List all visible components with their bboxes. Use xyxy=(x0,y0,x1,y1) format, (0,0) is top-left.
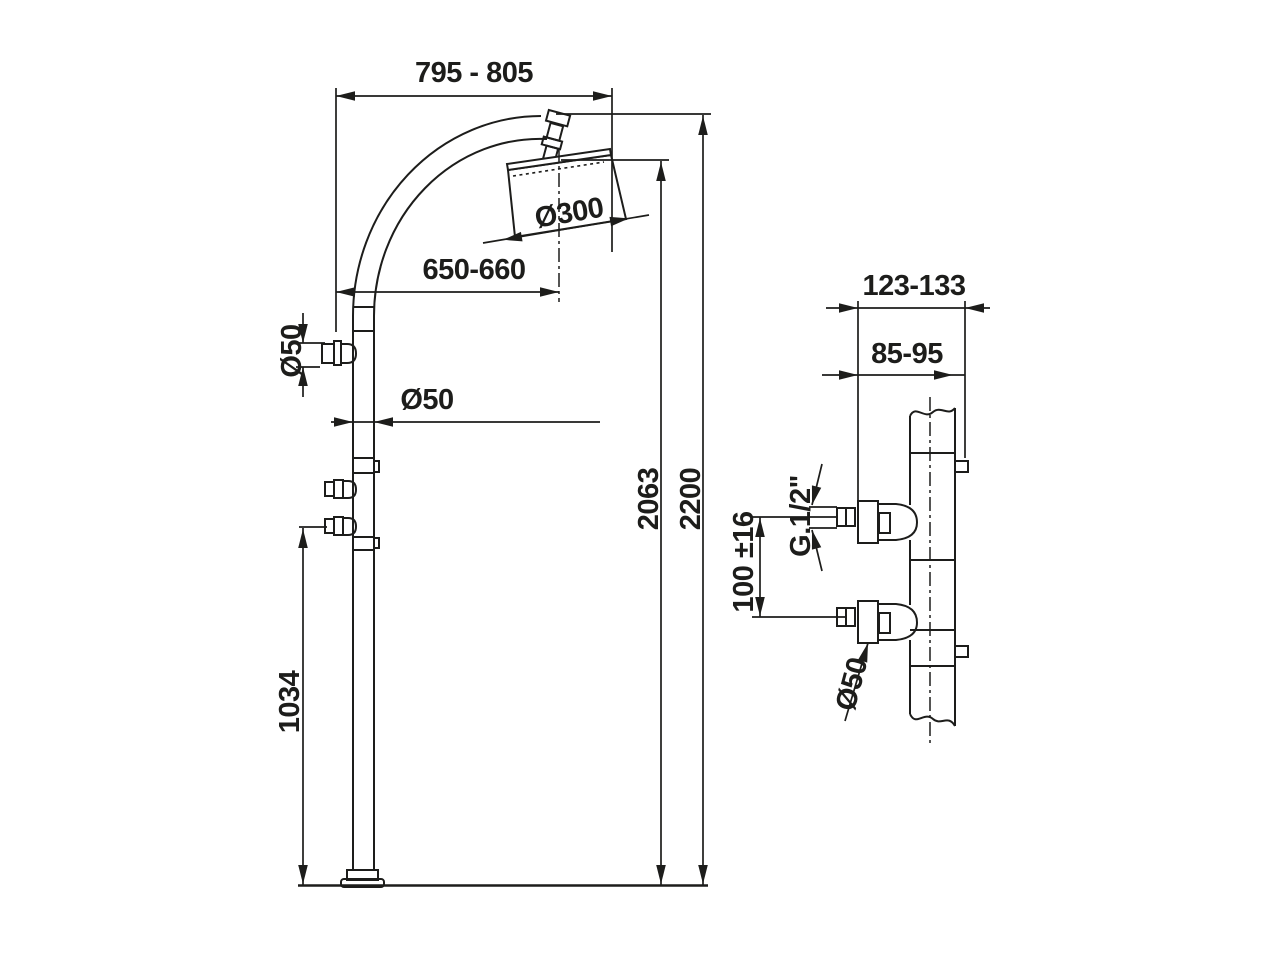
dim-head-diameter: Ø300 xyxy=(482,192,650,245)
wall-tube xyxy=(909,397,969,745)
mixer-valve-lower xyxy=(836,600,919,644)
dim-valve-height-label: 1034 xyxy=(274,670,306,733)
water-outlet xyxy=(321,340,358,366)
dim-total-depth-label: 123-133 xyxy=(863,270,966,302)
column-tab-lower xyxy=(373,537,380,549)
dim-valve-body-diameter-label: Ø50 xyxy=(830,654,875,714)
dim-column-diameter: Ø50 xyxy=(331,384,600,427)
valve-handle-upper xyxy=(324,479,358,499)
valve-handle-lower xyxy=(324,516,358,536)
dim-head-height: 2063 xyxy=(561,159,669,885)
tube-break-bottom xyxy=(909,713,956,727)
dim-total-depth: 123-133 xyxy=(826,270,990,500)
dim-total-height: 2200 xyxy=(556,113,711,885)
front-view: 795 - 805 Ø300 650-660 Ø50 xyxy=(274,57,711,888)
dim-valve-body-diameter: Ø50 xyxy=(830,641,875,722)
dim-head-offset-label: 650-660 xyxy=(423,254,526,286)
dim-body-depth: 85-95 xyxy=(822,338,965,380)
tube-tab-lower xyxy=(954,645,969,658)
shower-column xyxy=(340,115,548,888)
dim-head-offset: 650-660 xyxy=(336,254,559,297)
dim-valve-spacing-label: 100 ±16 xyxy=(728,511,760,612)
head-swivel-joint xyxy=(540,108,572,163)
dim-outlet-diameter: Ø50 xyxy=(276,313,325,397)
dim-column-diameter-label: Ø50 xyxy=(400,384,453,416)
tube-break-top xyxy=(909,407,956,417)
arm-outer-arc xyxy=(352,115,542,317)
dim-valve-height: 1034 xyxy=(274,526,327,885)
dim-thread-size: G.1/2" xyxy=(785,463,837,572)
dim-top-width: 795 - 805 xyxy=(335,57,613,332)
mixer-valve-upper xyxy=(836,500,919,544)
side-view: 123-133 85-95 G.1/2" 100 ±16 xyxy=(728,270,990,745)
arm-inner-arc xyxy=(372,137,548,317)
column-tab-upper xyxy=(373,460,380,473)
shower-head xyxy=(505,147,628,302)
tube-tab-upper xyxy=(954,460,969,473)
dim-outlet-diameter-label: Ø50 xyxy=(276,324,308,377)
dim-thread-size-label: G.1/2" xyxy=(785,475,817,557)
dim-body-depth-label: 85-95 xyxy=(871,338,943,370)
dim-total-height-label: 2200 xyxy=(675,468,707,531)
dim-valve-spacing: 100 ±16 xyxy=(728,511,846,618)
dim-head-height-label: 2063 xyxy=(633,467,665,530)
dim-top-width-label: 795 - 805 xyxy=(415,57,533,89)
base-flange xyxy=(340,878,385,888)
